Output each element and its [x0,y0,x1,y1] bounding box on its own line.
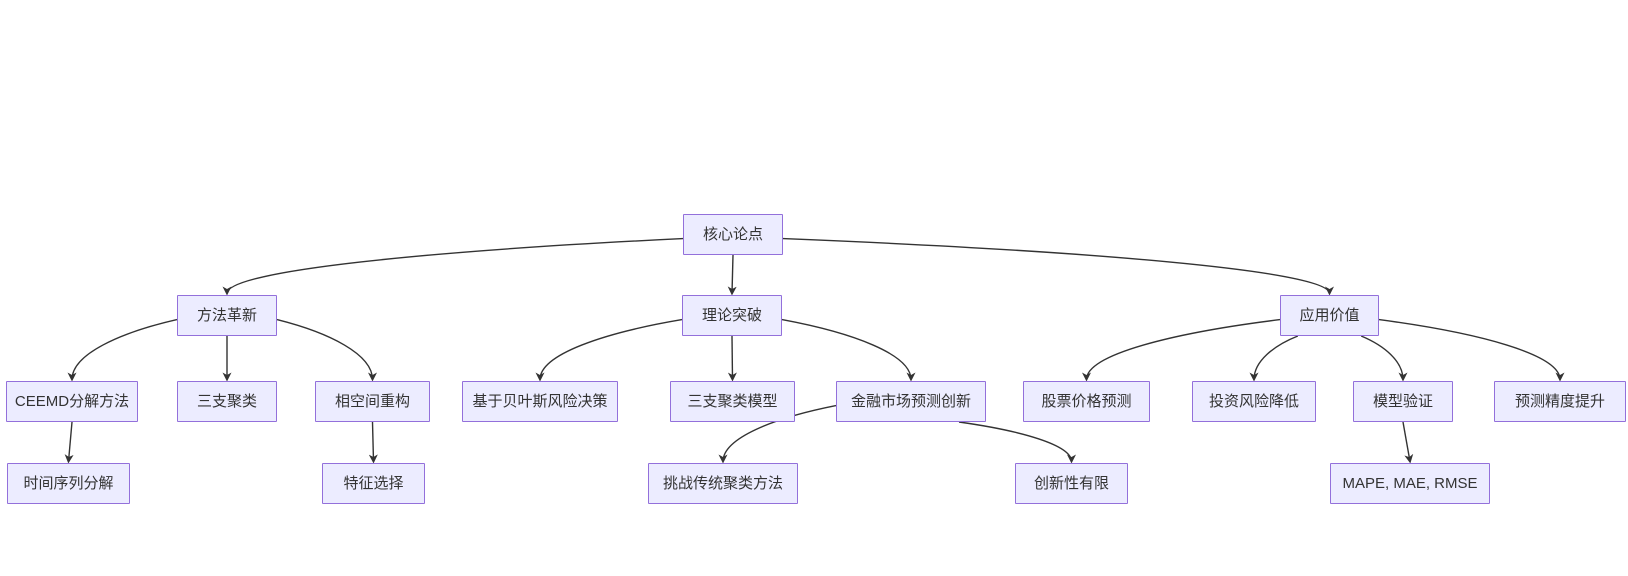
edge-value-accuracy [1378,318,1565,382]
diagram-node-threeway: 三支聚类 [177,381,277,422]
diagram-node-feature: 特征选择 [322,463,425,504]
diagram-node-accuracy: 预测精度提升 [1494,381,1626,422]
node-label: 相空间重构 [334,393,410,410]
edge-core-theory [727,254,737,296]
node-label: 核心论点 [702,226,763,243]
diagram-node-core: 核心论点 [683,214,783,255]
edge-theory-fininnov [781,318,916,382]
diagram-node-tsdecomp: 时间序列分解 [7,463,130,504]
edge-validate-metrics [1402,421,1414,464]
node-label: 三支聚类 [196,393,257,410]
node-label: 预测精度提升 [1514,393,1605,410]
edge-method-ceemd [67,318,178,382]
diagram-node-twcmodel: 三支聚类模型 [670,381,795,422]
diagram-node-bayes: 基于贝叶斯风险决策 [462,381,618,422]
diagram-node-fininnov: 金融市场预测创新 [836,381,986,422]
edge-core-method [222,237,684,296]
diagram-node-limited: 创新性有限 [1015,463,1128,504]
diagram-node-ceemd: CEEMD分解方法 [6,381,138,422]
diagram-node-stock: 股票价格预测 [1023,381,1150,422]
edge-method-phase [276,318,377,382]
diagram-node-metrics: MAPE, MAE, RMSE [1330,463,1490,504]
diagram-node-theory: 理论突破 [682,295,782,336]
node-label: 挑战传统聚类方法 [662,475,783,492]
diagram-node-method: 方法革新 [177,295,277,336]
node-label: CEEMD分解方法 [14,393,130,410]
edge-value-risk [1249,335,1299,382]
edge-theory-bayes [535,318,683,382]
edge-value-validate [1360,335,1408,382]
diagram-node-validate: 模型验证 [1353,381,1453,422]
diagram-node-challenge: 挑战传统聚类方法 [648,463,798,504]
node-label: 三支聚类模型 [687,393,778,410]
node-label: 方法革新 [196,307,257,324]
node-label: 金融市场预测创新 [850,393,971,410]
node-label: 投资风险降低 [1208,393,1299,410]
edge-phase-feature [368,421,378,464]
node-label: 基于贝叶斯风险决策 [472,393,608,410]
diagram-node-value: 应用价值 [1280,295,1379,336]
node-label: MAPE, MAE, RMSE [1342,475,1478,492]
node-label: 创新性有限 [1033,475,1109,492]
node-label: 股票价格预测 [1041,393,1132,410]
edge-core-value [782,237,1334,296]
diagram-node-risk: 投资风险降低 [1192,381,1316,422]
edge-fininnov-challenge [718,404,837,464]
edge-fininnov-limited [958,421,1076,464]
node-label: 特征选择 [343,475,404,492]
node-label: 应用价值 [1299,307,1360,324]
diagram-node-phase: 相空间重构 [315,381,430,422]
edge-theory-twcmodel [727,335,737,382]
node-label: 时间序列分解 [23,475,114,492]
node-label: 模型验证 [1372,393,1433,410]
node-label: 理论突破 [701,307,762,324]
edge-value-stock [1082,318,1281,382]
edge-ceemd-tsdecomp [64,421,74,464]
